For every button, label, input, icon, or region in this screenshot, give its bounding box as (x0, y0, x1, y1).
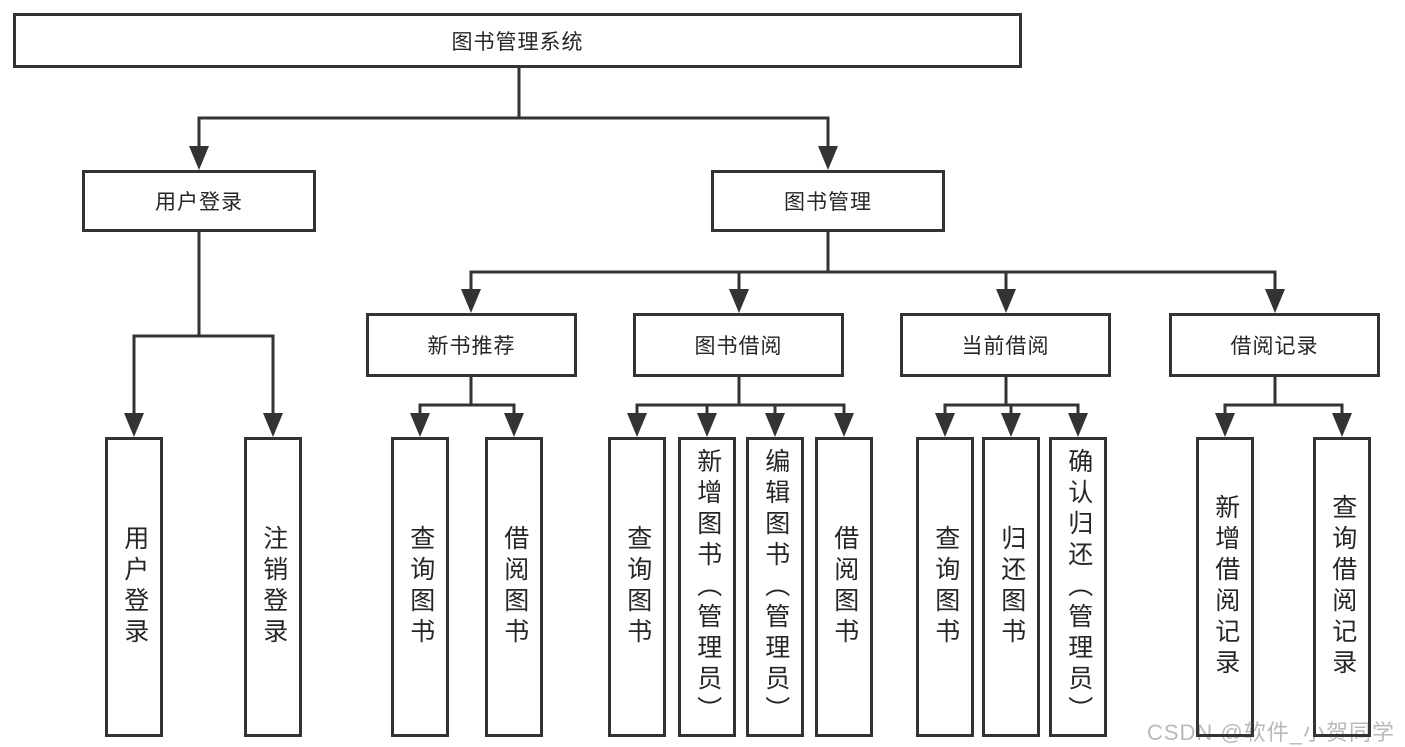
arrowheads (124, 146, 1352, 437)
leaf-user-login-label: 用户登录 (120, 525, 149, 649)
node-root-system: 图书管理系统 (13, 13, 1022, 68)
csdn-watermark: CSDN @软件_小贺同学 (1146, 720, 1395, 745)
leaf-user-login: 用户登录 (105, 437, 163, 737)
leaf-add-borrow-record-label: 新增借阅记录 (1211, 494, 1240, 680)
leaf-query-books-recommend-label: 查询图书 (406, 525, 435, 649)
leaf-borrow-books-recommend-label: 借阅图书 (500, 525, 529, 649)
tree-edges (132, 68, 1344, 417)
leaf-confirm-return-admin: 确认归还（管理员） (1049, 437, 1107, 737)
leaf-edit-book-admin-label: 编辑图书（管理员） (761, 447, 790, 727)
leaf-logout: 注销登录 (244, 437, 302, 737)
leaf-edit-book-admin: 编辑图书（管理员） (746, 437, 804, 737)
node-root-label: 图书管理系统 (451, 30, 584, 54)
leaf-query-books-borrowing-label: 查询图书 (623, 525, 652, 649)
node-book-borrowing: 图书借阅 (633, 313, 844, 377)
leaf-borrow-books-borrowing-label: 借阅图书 (830, 525, 859, 649)
leaf-query-books-recommend: 查询图书 (391, 437, 449, 737)
leaf-query-borrow-record-label: 查询借阅记录 (1328, 494, 1357, 680)
node-borrowing-records: 借阅记录 (1169, 313, 1380, 377)
leaf-borrow-books-recommend: 借阅图书 (485, 437, 543, 737)
leaf-add-borrow-record: 新增借阅记录 (1196, 437, 1254, 737)
node-current-borrowing-label: 当前借阅 (961, 335, 1050, 358)
node-new-book-recommendation: 新书推荐 (366, 313, 577, 377)
leaf-return-books: 归还图书 (982, 437, 1040, 737)
node-book-borrowing-label: 图书借阅 (694, 335, 783, 358)
node-book-management: 图书管理 (711, 170, 945, 232)
node-new-book-recommendation-label: 新书推荐 (427, 335, 516, 358)
node-current-borrowing: 当前借阅 (900, 313, 1111, 377)
leaf-query-books-borrowing: 查询图书 (608, 437, 666, 737)
leaf-return-books-label: 归还图书 (997, 525, 1026, 649)
leaf-borrow-books-borrowing: 借阅图书 (815, 437, 873, 737)
leaf-confirm-return-admin-label: 确认归还（管理员） (1064, 447, 1093, 727)
node-user-login: 用户登录 (82, 170, 316, 232)
node-user-login-label: 用户登录 (155, 191, 243, 214)
leaf-query-borrow-record: 查询借阅记录 (1313, 437, 1371, 737)
leaf-logout-label: 注销登录 (259, 525, 288, 649)
leaf-query-books-current: 查询图书 (916, 437, 974, 737)
leaf-query-books-current-label: 查询图书 (931, 525, 960, 649)
leaf-add-book-admin-label: 新增图书（管理员） (693, 447, 722, 727)
node-borrowing-records-label: 借阅记录 (1230, 335, 1319, 358)
leaf-add-book-admin: 新增图书（管理员） (678, 437, 736, 737)
node-book-management-label: 图书管理 (784, 191, 872, 214)
